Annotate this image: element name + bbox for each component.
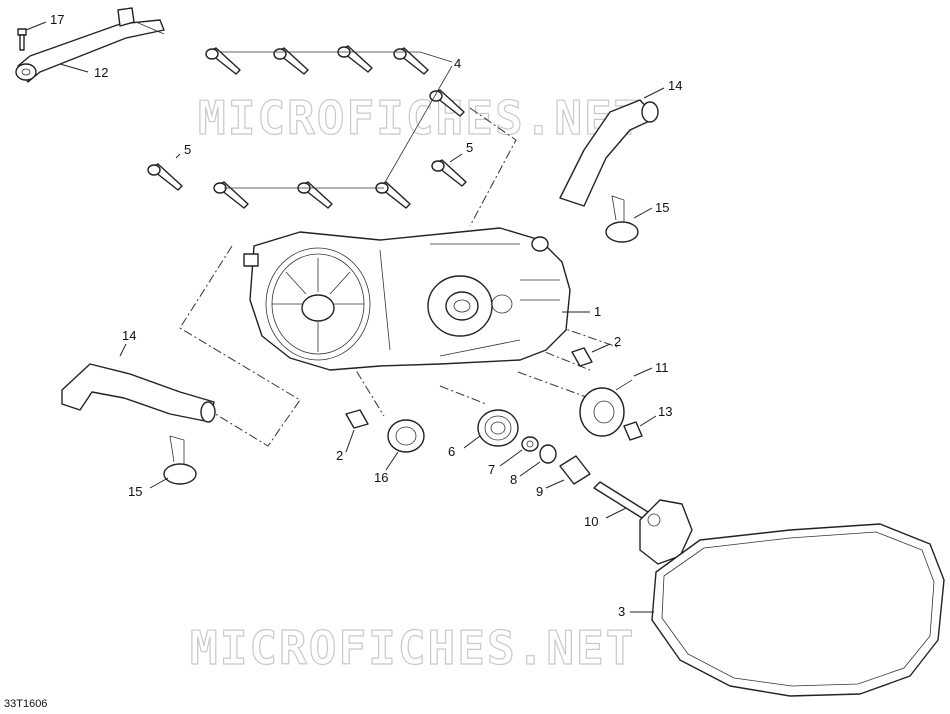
dash-line-left bbox=[175, 245, 301, 447]
callout-12: 12 bbox=[94, 65, 108, 80]
leader-8 bbox=[519, 461, 541, 477]
leader-5-left bbox=[175, 153, 181, 159]
figure-code: 33T1606 bbox=[4, 698, 48, 710]
leader-9 bbox=[545, 479, 565, 489]
leader-11 bbox=[633, 367, 653, 377]
watermark-top: MICROFICHES.NET bbox=[198, 91, 643, 145]
leader-6 bbox=[463, 435, 481, 449]
callout-8: 8 bbox=[510, 472, 517, 487]
callout-1: 1 bbox=[594, 304, 601, 319]
leader-10 bbox=[605, 507, 627, 519]
leader-5-right bbox=[449, 153, 463, 163]
bolt-row-middle bbox=[147, 159, 467, 209]
kick-shaft-10-part bbox=[593, 481, 693, 565]
hose-14-lower-part bbox=[61, 363, 216, 423]
callout-16: 16 bbox=[374, 470, 388, 485]
kick-lever-part bbox=[15, 7, 165, 83]
callout-17: 17 bbox=[50, 12, 64, 27]
leader-12 bbox=[59, 63, 89, 73]
leader-2-right bbox=[591, 343, 611, 353]
callout-11: 11 bbox=[655, 360, 669, 375]
dash-line-upper bbox=[469, 107, 517, 227]
leader-2-left bbox=[345, 429, 355, 453]
spring-6-part bbox=[477, 409, 519, 447]
leader-14-lower bbox=[119, 343, 127, 357]
ring-8-part bbox=[539, 444, 557, 464]
washer-7-part bbox=[521, 436, 539, 452]
callout-14-upper: 14 bbox=[668, 78, 682, 93]
callout-5-right: 5 bbox=[466, 140, 473, 155]
callout-13: 13 bbox=[658, 404, 672, 419]
callout-3: 3 bbox=[618, 604, 625, 619]
callout-14-lower: 14 bbox=[122, 328, 136, 343]
callout-4: 4 bbox=[454, 56, 461, 71]
clamp-15-lower-part bbox=[163, 435, 197, 485]
leader-16 bbox=[385, 451, 399, 471]
clamp-15-upper-part bbox=[605, 195, 639, 243]
transmission-cover-part bbox=[243, 227, 571, 371]
watermark-bottom: MICROFICHES.NET bbox=[190, 621, 635, 675]
bolt-leader-lines bbox=[220, 51, 453, 189]
leader-15-upper bbox=[633, 207, 653, 219]
leader-13 bbox=[639, 415, 657, 427]
bolt-17-part bbox=[17, 28, 27, 51]
bushing-2-right-part bbox=[571, 347, 593, 367]
leader-7 bbox=[499, 449, 523, 467]
leader-15-lower bbox=[149, 477, 169, 489]
callout-2-left: 2 bbox=[336, 448, 343, 463]
callout-15-upper: 15 bbox=[655, 200, 669, 215]
bushing-9-part bbox=[559, 455, 591, 485]
callout-7: 7 bbox=[488, 462, 495, 477]
bushing-2-left-part bbox=[345, 409, 369, 429]
gasket-3-part bbox=[651, 523, 945, 697]
hose-14-upper-part bbox=[559, 99, 659, 207]
leader-14-upper bbox=[643, 87, 665, 99]
callout-5-left: 5 bbox=[184, 142, 191, 157]
callout-6: 6 bbox=[448, 444, 455, 459]
pin-13-part bbox=[623, 421, 643, 441]
callout-9: 9 bbox=[536, 484, 543, 499]
dash-lines-right bbox=[439, 319, 621, 405]
ratchet-11-part bbox=[579, 379, 633, 437]
callout-15-lower: 15 bbox=[128, 484, 142, 499]
bearing-16-part bbox=[387, 419, 425, 453]
leader-17 bbox=[25, 21, 47, 31]
callout-10: 10 bbox=[584, 514, 598, 529]
callout-2-right: 2 bbox=[614, 334, 621, 349]
